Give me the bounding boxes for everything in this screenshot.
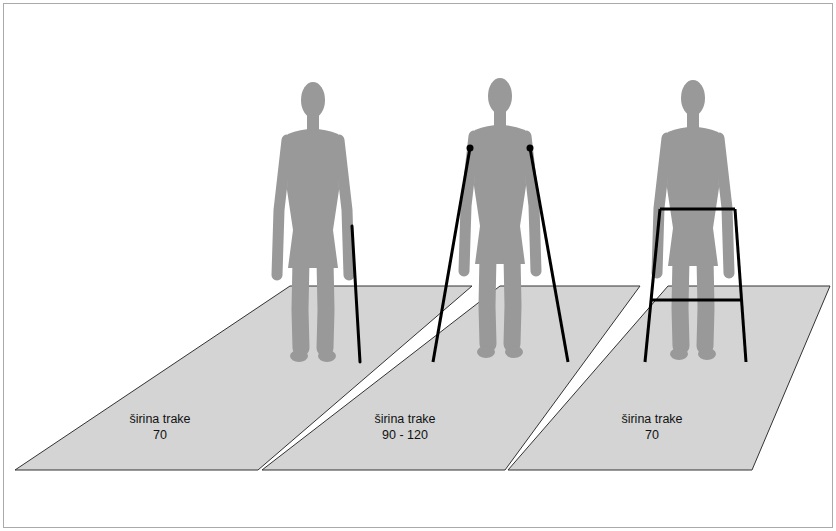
strip-width: 90 - 120 bbox=[382, 428, 428, 443]
strip-shape bbox=[15, 286, 472, 470]
floor-strip: širina trake70 bbox=[15, 286, 472, 470]
strip-shape bbox=[508, 286, 830, 470]
strip-width: 70 bbox=[153, 428, 167, 443]
floor-strip: širina trake90 - 120 bbox=[262, 286, 640, 470]
strip-shape bbox=[262, 286, 640, 470]
strip-label: širina trake bbox=[621, 412, 682, 427]
strip-label: širina trake bbox=[129, 412, 190, 427]
floor-strip: širina trake70 bbox=[508, 286, 830, 470]
strip-width: 70 bbox=[645, 428, 659, 443]
strip-label: širina trake bbox=[374, 412, 435, 427]
